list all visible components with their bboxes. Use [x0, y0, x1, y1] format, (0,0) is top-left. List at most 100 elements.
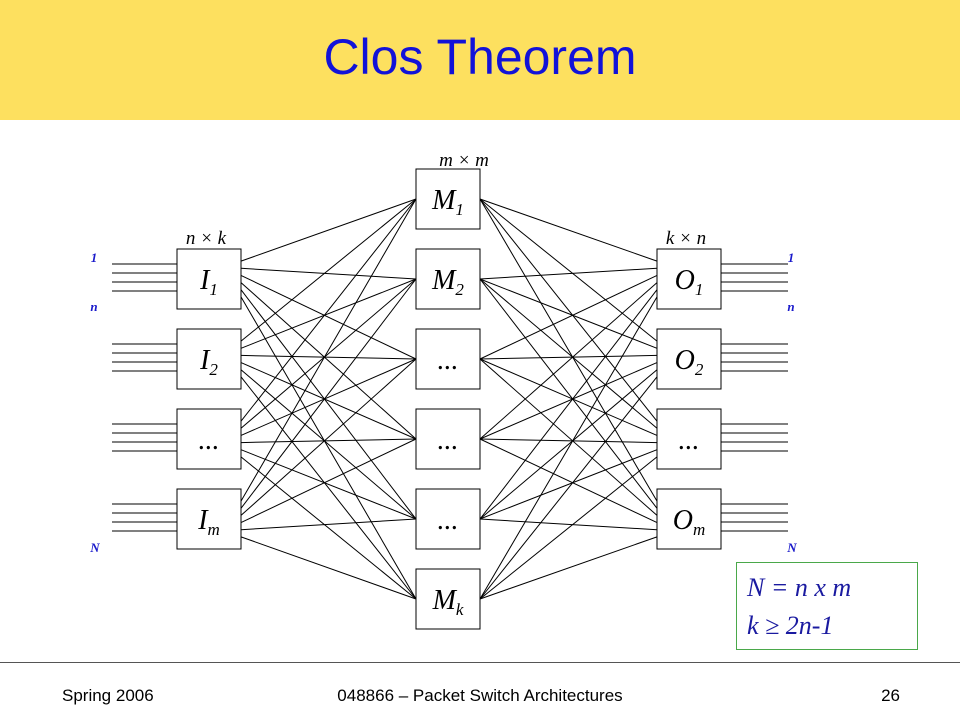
output-switch-4-frame	[656, 488, 722, 550]
middle-switch-2-frame	[415, 248, 481, 310]
input-to-middle-link	[240, 456, 417, 600]
middle-to-output-link	[479, 296, 658, 600]
middle-to-output-link	[479, 449, 658, 520]
middle-to-output-link	[479, 267, 658, 280]
input-switch-4-label: Im	[197, 505, 220, 539]
middle-to-output-link	[479, 438, 658, 524]
footer-divider	[0, 662, 960, 663]
middle-switch-3-label: ...	[438, 345, 459, 376]
middle-to-output-link	[479, 278, 658, 429]
input-switch-2-label: I2	[199, 345, 218, 379]
middle-to-output-link	[479, 289, 658, 520]
input-to-middle-link	[240, 438, 417, 444]
middle-switch-5: ...	[415, 488, 481, 550]
middle-to-output-link	[479, 278, 658, 509]
input-to-middle-link	[240, 362, 417, 440]
input-to-middle-link	[240, 278, 417, 349]
middle-to-output-link	[479, 456, 658, 600]
middle-switch-3: ...	[415, 328, 481, 390]
input-switch-4-frame	[176, 488, 242, 550]
input-to-middle-link	[240, 198, 417, 422]
input-to-middle-link	[240, 518, 417, 531]
middle-switch-1: M1	[415, 168, 481, 230]
middle-to-output-link	[479, 358, 658, 436]
output-switch-3-frame	[656, 408, 722, 470]
middle-switch-4: ...	[415, 408, 481, 470]
footer-page-number: 26	[881, 686, 900, 705]
output-switch-3-label: ...	[679, 425, 700, 456]
input-to-middle-link	[240, 438, 417, 524]
middle-to-output-link	[479, 518, 658, 531]
input-to-middle-link	[240, 296, 417, 600]
input-to-middle-link	[240, 369, 417, 520]
input-to-middle-link	[240, 289, 417, 520]
input-to-middle-link	[240, 358, 417, 516]
input-to-middle-link	[240, 358, 417, 436]
input-port-last-label: N	[89, 540, 100, 555]
input-switch-4: Im	[176, 488, 242, 550]
input-port-n-label: n	[90, 299, 97, 314]
middle-to-output-link	[479, 536, 658, 600]
formula-line-1: N = n x m	[747, 573, 852, 602]
output-switch-2: O2	[656, 328, 722, 390]
input-switch-2: I2	[176, 328, 242, 390]
input-to-middle-link	[240, 274, 417, 360]
middle-switch-5-frame	[415, 488, 481, 550]
middle-to-output-link	[479, 358, 658, 516]
title-banner	[0, 0, 960, 120]
output-port-n-label: n	[787, 299, 794, 314]
input-to-middle-link	[240, 198, 417, 262]
input-to-middle-link	[240, 536, 417, 600]
input-switch-3-label: ...	[199, 425, 220, 456]
middle-switch-2-label: M2	[431, 265, 464, 299]
output-switch-4: Om	[656, 488, 722, 550]
middle-to-output-link	[479, 438, 658, 444]
middle-switch-1-frame	[415, 168, 481, 230]
middle-to-output-link	[479, 198, 658, 502]
formula-line-2: k ≥ 2n-1	[747, 611, 834, 640]
output-switch-2-label: O2	[675, 345, 704, 379]
output-switch-4-label: Om	[673, 505, 706, 539]
footer-course: 048866 – Packet Switch Architectures	[337, 686, 623, 705]
middle-to-output-link	[479, 362, 658, 440]
middle-to-output-link	[479, 198, 658, 422]
input-switch-3: ...	[176, 408, 242, 470]
middle-to-output-link	[479, 282, 658, 440]
clos-condition-box: N = n x m k ≥ 2n-1	[736, 562, 918, 650]
input-switch-1-label: I1	[199, 265, 218, 299]
middle-stage-dimension: m × m	[439, 150, 489, 171]
output-switch-1: O1	[656, 248, 722, 310]
input-to-middle-link	[240, 282, 417, 440]
input-to-middle-link	[240, 354, 417, 360]
middle-to-output-link	[479, 278, 658, 349]
middle-switch-3-frame	[415, 328, 481, 390]
middle-to-output-link	[479, 354, 658, 360]
output-switch-2-frame	[656, 328, 722, 390]
middle-switch-6-frame	[415, 568, 481, 630]
input-to-middle-link	[240, 278, 417, 509]
input-port-first-label: 1	[91, 250, 98, 265]
middle-to-output-link	[479, 198, 658, 262]
output-port-first-label: 1	[788, 250, 795, 265]
middle-switch-4-label: ...	[438, 425, 459, 456]
middle-to-output-link	[479, 369, 658, 520]
input-to-middle-link	[240, 198, 417, 342]
input-to-middle-link	[240, 278, 417, 429]
input-to-middle-link	[240, 198, 417, 502]
slide-title: Clos Theorem	[323, 29, 637, 85]
middle-switch-1-label: M1	[431, 185, 464, 219]
output-switch-1-label: O1	[675, 265, 704, 299]
input-to-middle-link	[240, 376, 417, 600]
interconnect-wires	[112, 198, 788, 600]
output-switch-3: ...	[656, 408, 722, 470]
output-stage-dimension: k × n	[666, 228, 706, 249]
footer-date: Spring 2006	[62, 686, 154, 705]
middle-to-output-link	[479, 198, 658, 342]
input-switch-2-frame	[176, 328, 242, 390]
input-to-middle-link	[240, 267, 417, 280]
input-to-middle-link	[240, 449, 417, 520]
input-switch-3-frame	[176, 408, 242, 470]
middle-to-output-link	[479, 376, 658, 600]
